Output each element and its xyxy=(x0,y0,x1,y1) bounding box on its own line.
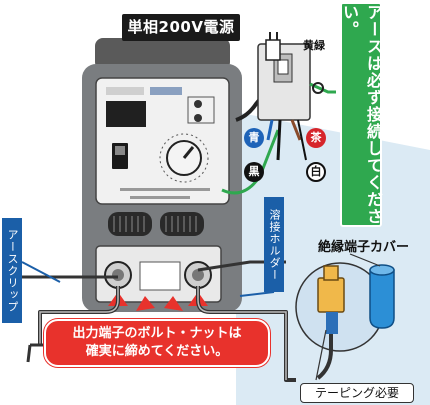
black-wire-tag: 黒 xyxy=(244,162,264,182)
vent-left xyxy=(108,212,152,236)
warning-line-1: 出力端子のボルト・ナットは xyxy=(72,326,242,341)
manufacturer-line xyxy=(130,196,190,199)
wire-red xyxy=(290,119,302,141)
wire-black xyxy=(276,119,282,161)
panel-caption-line xyxy=(120,188,210,191)
taping-pointer xyxy=(315,329,327,381)
earth-clip-label: アースクリップ xyxy=(2,218,22,323)
terminal-right-nut xyxy=(192,269,204,281)
crimp-terminal-body xyxy=(317,277,345,313)
terminal-warning-box: 出力端子のボルト・ナットは 確実に締めてください。 xyxy=(44,319,270,367)
earth-clip-pointer xyxy=(21,261,61,283)
indicator-bracket xyxy=(187,96,215,124)
wire-blue xyxy=(266,119,274,141)
insulating-cover-mouth xyxy=(369,264,395,276)
welder-handle xyxy=(95,38,230,70)
panel-label-strip xyxy=(106,87,144,95)
taping-required-label: テーピング必要 xyxy=(300,383,414,403)
dial-pointer xyxy=(182,146,195,159)
crimp-terminal-tongue xyxy=(323,265,339,281)
power-plug xyxy=(265,39,281,61)
insulating-cover-label: 絶縁端子カバー xyxy=(318,240,410,255)
power-cable xyxy=(235,90,268,122)
power-source-label: 単相200V電源 xyxy=(122,14,240,41)
blue-wire-tag: 青 xyxy=(244,128,264,148)
wire-white xyxy=(297,119,307,161)
white-wire-tag: 白 xyxy=(306,162,326,182)
holder-cable-inner xyxy=(197,286,287,380)
breaker-lever xyxy=(277,59,289,75)
power-indicator xyxy=(194,100,202,108)
earth-clip-cable-inner xyxy=(39,286,119,345)
thermal-indicator xyxy=(194,114,202,122)
cover-pointer xyxy=(349,253,381,267)
display-window xyxy=(106,101,146,127)
terminal-label-plate xyxy=(139,261,181,291)
earth-warning-banner: アースは必ず接続してください。 xyxy=(340,2,383,227)
vent-right xyxy=(160,212,204,236)
warning-line-2: 確実に締めてください。 xyxy=(85,344,229,359)
yellow-green-wire-label: 黄緑 xyxy=(303,39,325,52)
earth-ring xyxy=(312,82,324,94)
dial-scale-ring xyxy=(159,133,209,183)
holder-pointer xyxy=(239,291,275,297)
welding-holder-label: 溶接ホルダー xyxy=(264,197,284,292)
taping-section xyxy=(326,312,338,334)
terminal-left-nut xyxy=(112,269,124,281)
panel-logo-strip xyxy=(150,87,182,95)
earth-lead xyxy=(309,82,336,94)
power-switch-rocker xyxy=(115,146,125,155)
cable-into-terminal xyxy=(316,312,333,380)
insulating-cover-shape xyxy=(369,269,395,329)
brown-wire-tag: 茶 xyxy=(306,128,326,148)
